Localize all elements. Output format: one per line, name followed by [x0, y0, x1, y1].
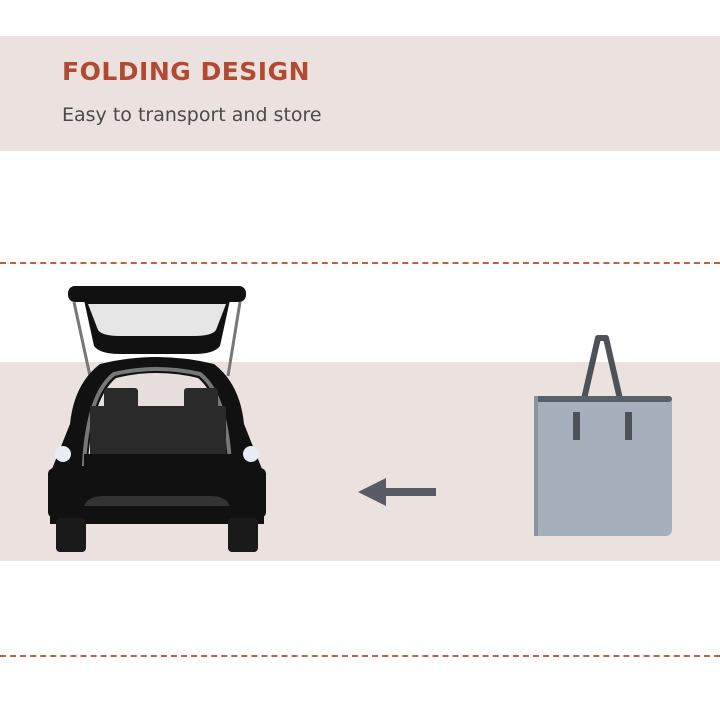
- dashed-divider-bottom: [0, 655, 720, 657]
- dashed-divider-top: [0, 262, 720, 264]
- folded-bag-icon: [530, 332, 676, 546]
- car-icon: [44, 284, 270, 560]
- feature-title: FOLDING DESIGN: [62, 57, 311, 86]
- arrow-left-icon: [356, 476, 438, 512]
- feature-subtitle: Easy to transport and store: [62, 104, 322, 126]
- header-band: [0, 36, 720, 151]
